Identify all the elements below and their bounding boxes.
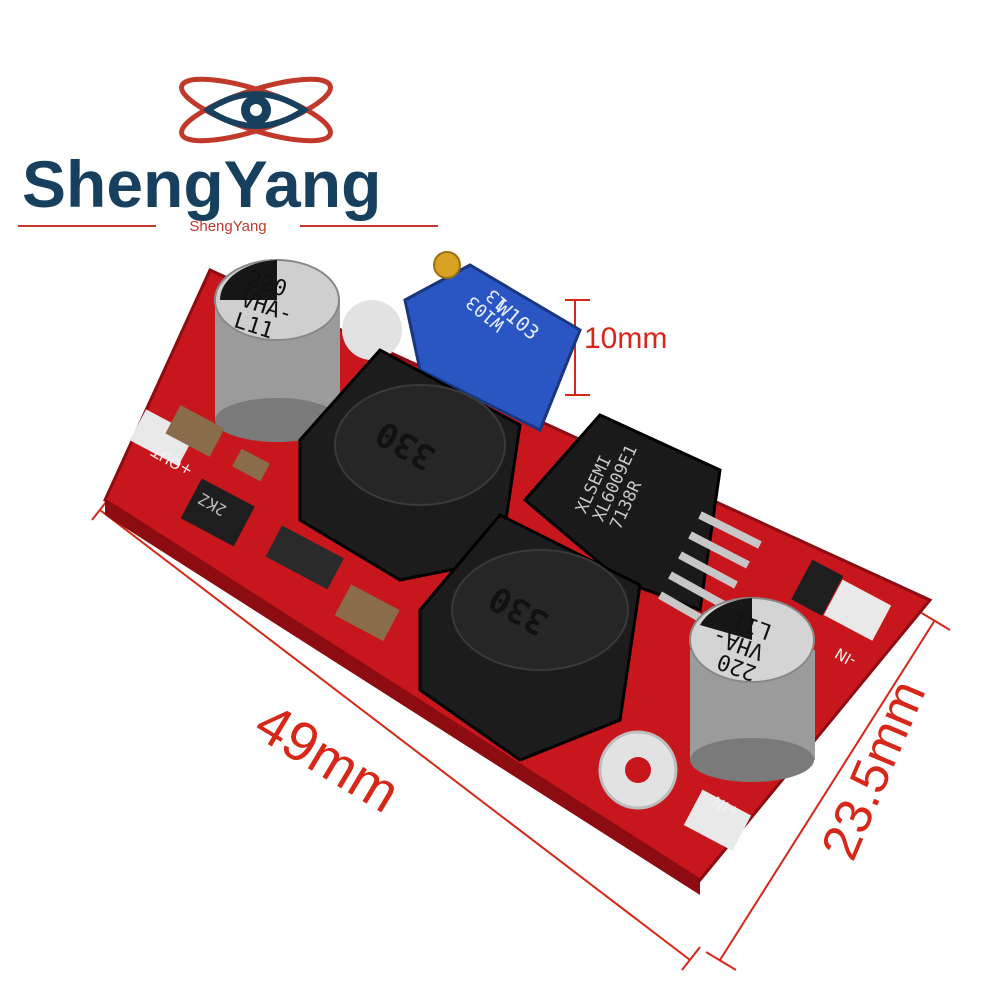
inductor-bottom <box>418 513 642 762</box>
smd-components <box>165 405 844 642</box>
capacitor-right <box>689 597 815 782</box>
solder-pads <box>129 300 892 851</box>
dimension-height-label: 10mm <box>584 322 668 355</box>
brand-divider <box>18 225 438 227</box>
eye-logo-icon <box>179 76 333 144</box>
brand-logo: ShengYang ShengYang <box>18 62 438 252</box>
brand-subtitle: ShengYang <box>189 218 267 235</box>
potentiometer: W103 <box>403 251 582 433</box>
brand-name: ShengYang <box>22 147 382 221</box>
